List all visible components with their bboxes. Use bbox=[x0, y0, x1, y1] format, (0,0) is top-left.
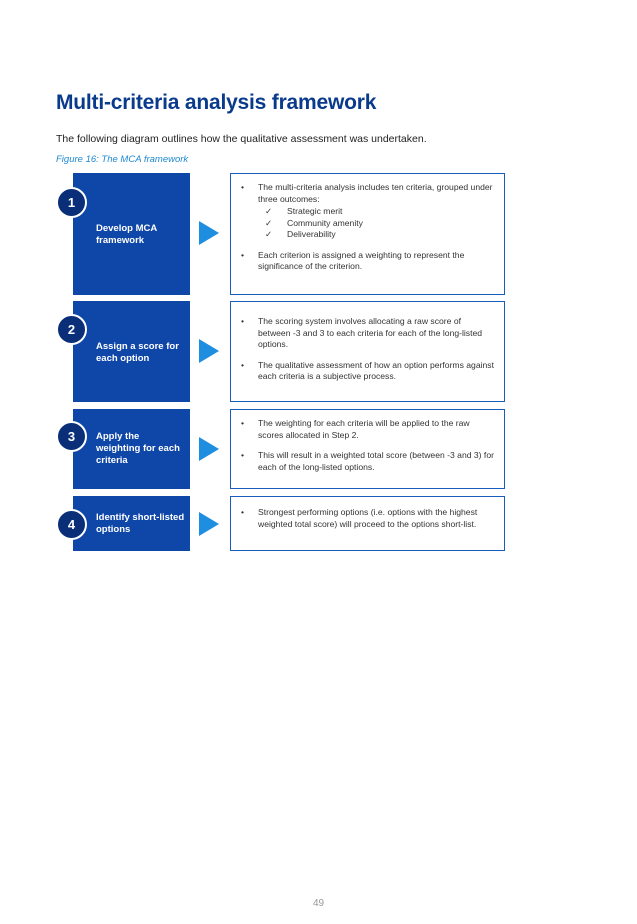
check-item: Community amenity bbox=[265, 218, 494, 230]
chevron-right-icon bbox=[199, 221, 219, 245]
chevron-right-icon bbox=[199, 437, 219, 461]
step-2: 2 Assign a score for each option The sco… bbox=[56, 301, 506, 402]
step-4-box bbox=[73, 496, 190, 551]
intro-text: The following diagram outlines how the q… bbox=[56, 133, 427, 145]
step-3-label: Apply the weighting for each criteria bbox=[96, 431, 180, 466]
step-2-label: Assign a score for each option bbox=[96, 341, 179, 364]
list-item: The weighting for each criteria will be … bbox=[241, 418, 494, 441]
step-4: 4 Identify short-listed options Stronges… bbox=[56, 496, 506, 551]
list-item: Strongest performing options (i.e. optio… bbox=[241, 507, 494, 530]
step-4-label: Identify short-listed options bbox=[96, 512, 185, 535]
step-1: 1 Develop MCA framework The multi-criter… bbox=[56, 173, 506, 295]
bullet-text: The multi-criteria analysis includes ten… bbox=[258, 182, 493, 204]
step-3-description: The weighting for each criteria will be … bbox=[230, 409, 505, 489]
step-3-number: 3 bbox=[56, 421, 87, 452]
list-item: The multi-criteria analysis includes ten… bbox=[241, 182, 494, 241]
step-2-box bbox=[73, 301, 190, 402]
list-item: The scoring system involves allocating a… bbox=[241, 316, 494, 351]
check-item: Deliverability bbox=[265, 229, 494, 241]
chevron-right-icon bbox=[199, 339, 219, 363]
list-item: Each criterion is assigned a weighting t… bbox=[241, 250, 494, 273]
list-item: The qualitative assessment of how an opt… bbox=[241, 360, 494, 383]
step-1-description: The multi-criteria analysis includes ten… bbox=[230, 173, 505, 295]
step-1-label: Develop MCA framework bbox=[96, 223, 157, 246]
page-title: Multi-criteria analysis framework bbox=[56, 91, 377, 114]
page-number: 49 bbox=[312, 898, 325, 909]
step-3-box bbox=[73, 409, 190, 489]
step-1-box bbox=[73, 173, 190, 295]
step-4-number: 4 bbox=[56, 509, 87, 540]
list-item: This will result in a weighted total sco… bbox=[241, 450, 494, 473]
step-2-description: The scoring system involves allocating a… bbox=[230, 301, 505, 402]
check-item: Strategic merit bbox=[265, 206, 494, 218]
step-2-number: 2 bbox=[56, 314, 87, 345]
figure-caption: Figure 16: The MCA framework bbox=[56, 154, 189, 165]
step-4-description: Strongest performing options (i.e. optio… bbox=[230, 496, 505, 551]
step-1-number: 1 bbox=[56, 187, 87, 218]
chevron-right-icon bbox=[199, 512, 219, 536]
step-3: 3 Apply the weighting for each criteria … bbox=[56, 409, 506, 489]
